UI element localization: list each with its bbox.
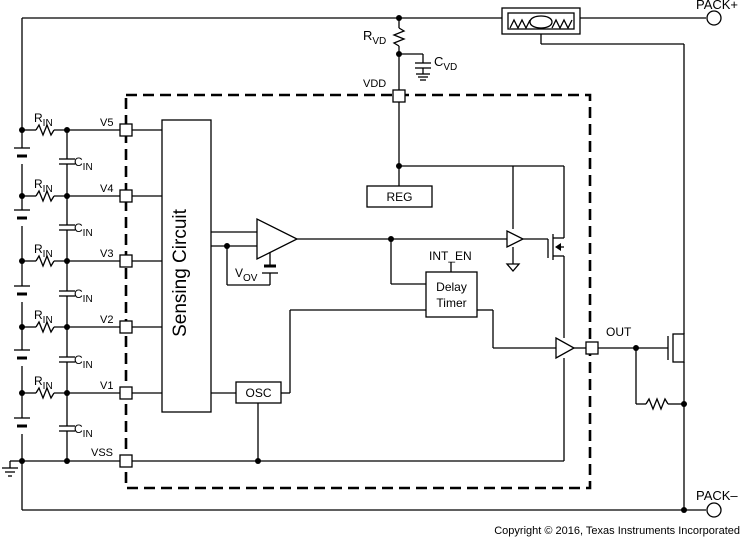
- sensing-circuit-block: Sensing Circuit: [161, 119, 212, 413]
- ground-symbol: [2, 460, 22, 477]
- tap-resistors: [19, 123, 120, 464]
- bottom-rail: [22, 507, 706, 513]
- svg-text:VSS: VSS: [91, 447, 113, 459]
- svg-text:V2: V2: [100, 314, 113, 326]
- pin-v1: [119, 386, 133, 400]
- filter-capacitors: [59, 130, 75, 461]
- component-labels: RIN RIN RIN RIN RIN CIN CIN CIN CIN CIN: [34, 111, 93, 440]
- svg-text:RIN: RIN: [34, 177, 53, 195]
- reg-label: REG: [386, 190, 412, 204]
- svg-text:RIN: RIN: [34, 374, 53, 392]
- vdd-pin: [392, 89, 406, 103]
- external-fet: [667, 333, 687, 510]
- ic-boundary: [124, 93, 592, 490]
- pin-vss: [119, 454, 133, 468]
- svg-text:CIN: CIN: [74, 353, 93, 371]
- vdd-pin-label: VDD: [363, 78, 386, 90]
- svg-text:RIN: RIN: [34, 308, 53, 326]
- svg-text:CIN: CIN: [74, 221, 93, 239]
- battery-cells: [14, 147, 30, 428]
- gate-buffer: [505, 229, 548, 272]
- osc-label: OSC: [245, 386, 271, 400]
- v-ov-label: VOV: [235, 266, 258, 284]
- svg-text:V4: V4: [100, 183, 113, 195]
- pack-minus-label: PACK–: [696, 488, 738, 503]
- top-rail: [21, 17, 706, 130]
- svg-text:CIN: CIN: [74, 155, 93, 173]
- svg-text:Timer: Timer: [436, 296, 466, 310]
- svg-text:CIN: CIN: [74, 287, 93, 305]
- svg-text:Delay: Delay: [436, 280, 467, 294]
- internal-switch: [547, 222, 565, 338]
- pack-minus-terminal: PACK–: [696, 488, 738, 518]
- sensing-circuit-label: Sensing Circuit: [170, 208, 191, 336]
- osc-block: OSC: [211, 309, 426, 464]
- svg-text:RIN: RIN: [34, 242, 53, 260]
- svg-text:RIN: RIN: [34, 111, 53, 129]
- pack-plus-label: PACK+: [696, 0, 738, 12]
- int-en-label: INT_EN: [429, 249, 472, 263]
- pin-v3: [119, 254, 133, 268]
- delay-timer-block: Delay Timer INT_EN: [425, 249, 478, 318]
- out-pin-label: OUT: [606, 325, 632, 339]
- vdd-network: RVD CVD VDD: [363, 15, 565, 229]
- copyright-text: Copyright © 2016, Texas Instruments Inco…: [494, 525, 740, 537]
- pin-wires: [132, 129, 564, 462]
- fuse-element: [501, 7, 685, 334]
- output-driver: [477, 309, 586, 461]
- svg-text:V1: V1: [100, 380, 113, 392]
- out-pin: OUT: [585, 325, 684, 411]
- pack-plus-terminal: PACK+: [696, 0, 738, 26]
- svg-text:V5: V5: [100, 117, 113, 129]
- pin-v5: [119, 123, 133, 137]
- input-pins: V5 V4 V3 V2 V1 VSS: [91, 117, 133, 468]
- pin-v4: [119, 189, 133, 203]
- svg-text:CIN: CIN: [74, 422, 93, 440]
- c-vd-label: CVD: [434, 54, 457, 73]
- pin-v2: [119, 320, 133, 334]
- svg-text:V3: V3: [100, 248, 113, 260]
- reg-block: REG: [366, 185, 433, 208]
- r-vd-label: RVD: [363, 28, 386, 47]
- ov-comparator: VOV: [211, 217, 507, 286]
